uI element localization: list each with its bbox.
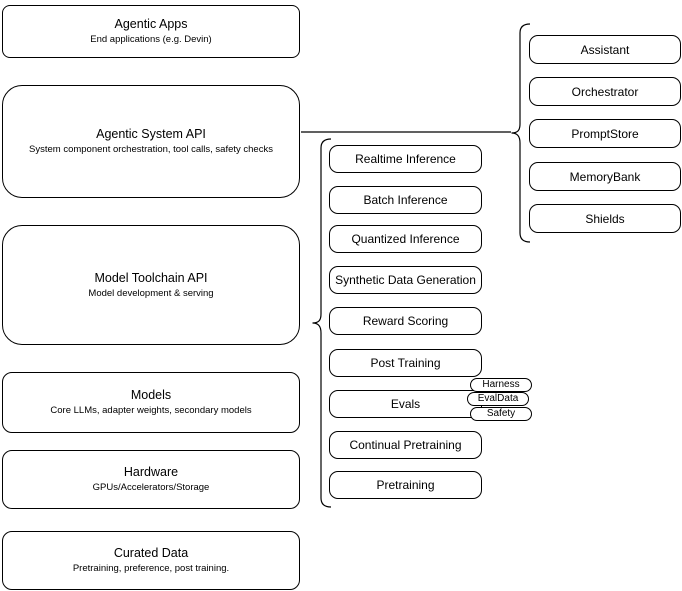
toolchain-item-realtime-inference: Realtime Inference <box>329 145 482 173</box>
toolchain-item-evals: Evals <box>329 390 482 418</box>
toolchain-item-reward-scoring: Reward Scoring <box>329 307 482 335</box>
toolchain-item-continual-pretraining: Continual Pretraining <box>329 431 482 459</box>
chip-label: Assistant <box>580 42 630 57</box>
toolchain-item-batch-inference: Batch Inference <box>329 186 482 214</box>
node-title: Models <box>130 388 172 402</box>
toolchain-item-quantized-inference: Quantized Inference <box>329 225 482 253</box>
node-agentic-system-api: Agentic System API System component orch… <box>2 85 300 198</box>
node-subtitle: Core LLMs, adapter weights, secondary mo… <box>50 405 252 416</box>
node-title: Model Toolchain API <box>94 270 208 285</box>
node-agentic-apps: Agentic Apps End applications (e.g. Devi… <box>2 5 300 58</box>
chip-label: Shields <box>585 211 625 226</box>
system-group-brace <box>511 23 531 243</box>
chip-label: Realtime Inference <box>355 152 456 166</box>
toolchain-item-synthetic-data-generation: Synthetic Data Generation <box>329 266 482 294</box>
eval-tag-evaldata: EvalData <box>467 392 529 406</box>
chip-label: Pretraining <box>376 478 435 492</box>
chip-label: Reward Scoring <box>362 314 449 328</box>
node-subtitle: Pretraining, preference, post training. <box>72 563 230 574</box>
chip-label: Orchestrator <box>571 84 639 99</box>
pill-label: EvalData <box>477 393 519 404</box>
toolchain-item-pretraining: Pretraining <box>329 471 482 499</box>
chip-label: Post Training <box>370 356 441 370</box>
toolchain-item-post-training: Post Training <box>329 349 482 377</box>
eval-tag-safety: Safety <box>470 407 532 421</box>
chip-label: Quantized Inference <box>351 232 460 246</box>
system-item-promptstore: PromptStore <box>529 119 681 148</box>
node-title: Hardware <box>123 465 179 479</box>
system-item-shields: Shields <box>529 204 681 233</box>
system-item-orchestrator: Orchestrator <box>529 77 681 106</box>
node-title: Agentic System API <box>96 127 206 141</box>
node-model-toolchain-api: Model Toolchain API Model development & … <box>2 225 300 345</box>
eval-tag-harness: Harness <box>470 378 532 392</box>
chip-label: Synthetic Data Generation <box>335 273 476 287</box>
chip-label: Evals <box>390 397 421 411</box>
node-subtitle: GPUs/Accelerators/Storage <box>92 482 210 493</box>
node-subtitle: Model development & serving <box>88 287 214 299</box>
chip-label: Continual Pretraining <box>349 438 462 452</box>
node-subtitle: End applications (e.g. Devin) <box>90 34 212 45</box>
chip-label: MemoryBank <box>569 169 641 184</box>
pill-label: Safety <box>486 408 516 419</box>
node-hardware: Hardware GPUs/Accelerators/Storage <box>2 450 300 509</box>
node-title: Curated Data <box>113 546 189 560</box>
system-item-assistant: Assistant <box>529 35 681 64</box>
chip-label: PromptStore <box>571 126 639 141</box>
pill-label: Harness <box>482 379 520 390</box>
node-curated-data: Curated Data Pretraining, preference, po… <box>2 531 300 590</box>
chip-label: Batch Inference <box>363 193 448 207</box>
node-models: Models Core LLMs, adapter weights, secon… <box>2 372 300 433</box>
node-title: Agentic Apps <box>114 17 188 31</box>
system-item-memorybank: MemoryBank <box>529 162 681 191</box>
node-subtitle: System component orchestration, tool cal… <box>29 144 273 155</box>
